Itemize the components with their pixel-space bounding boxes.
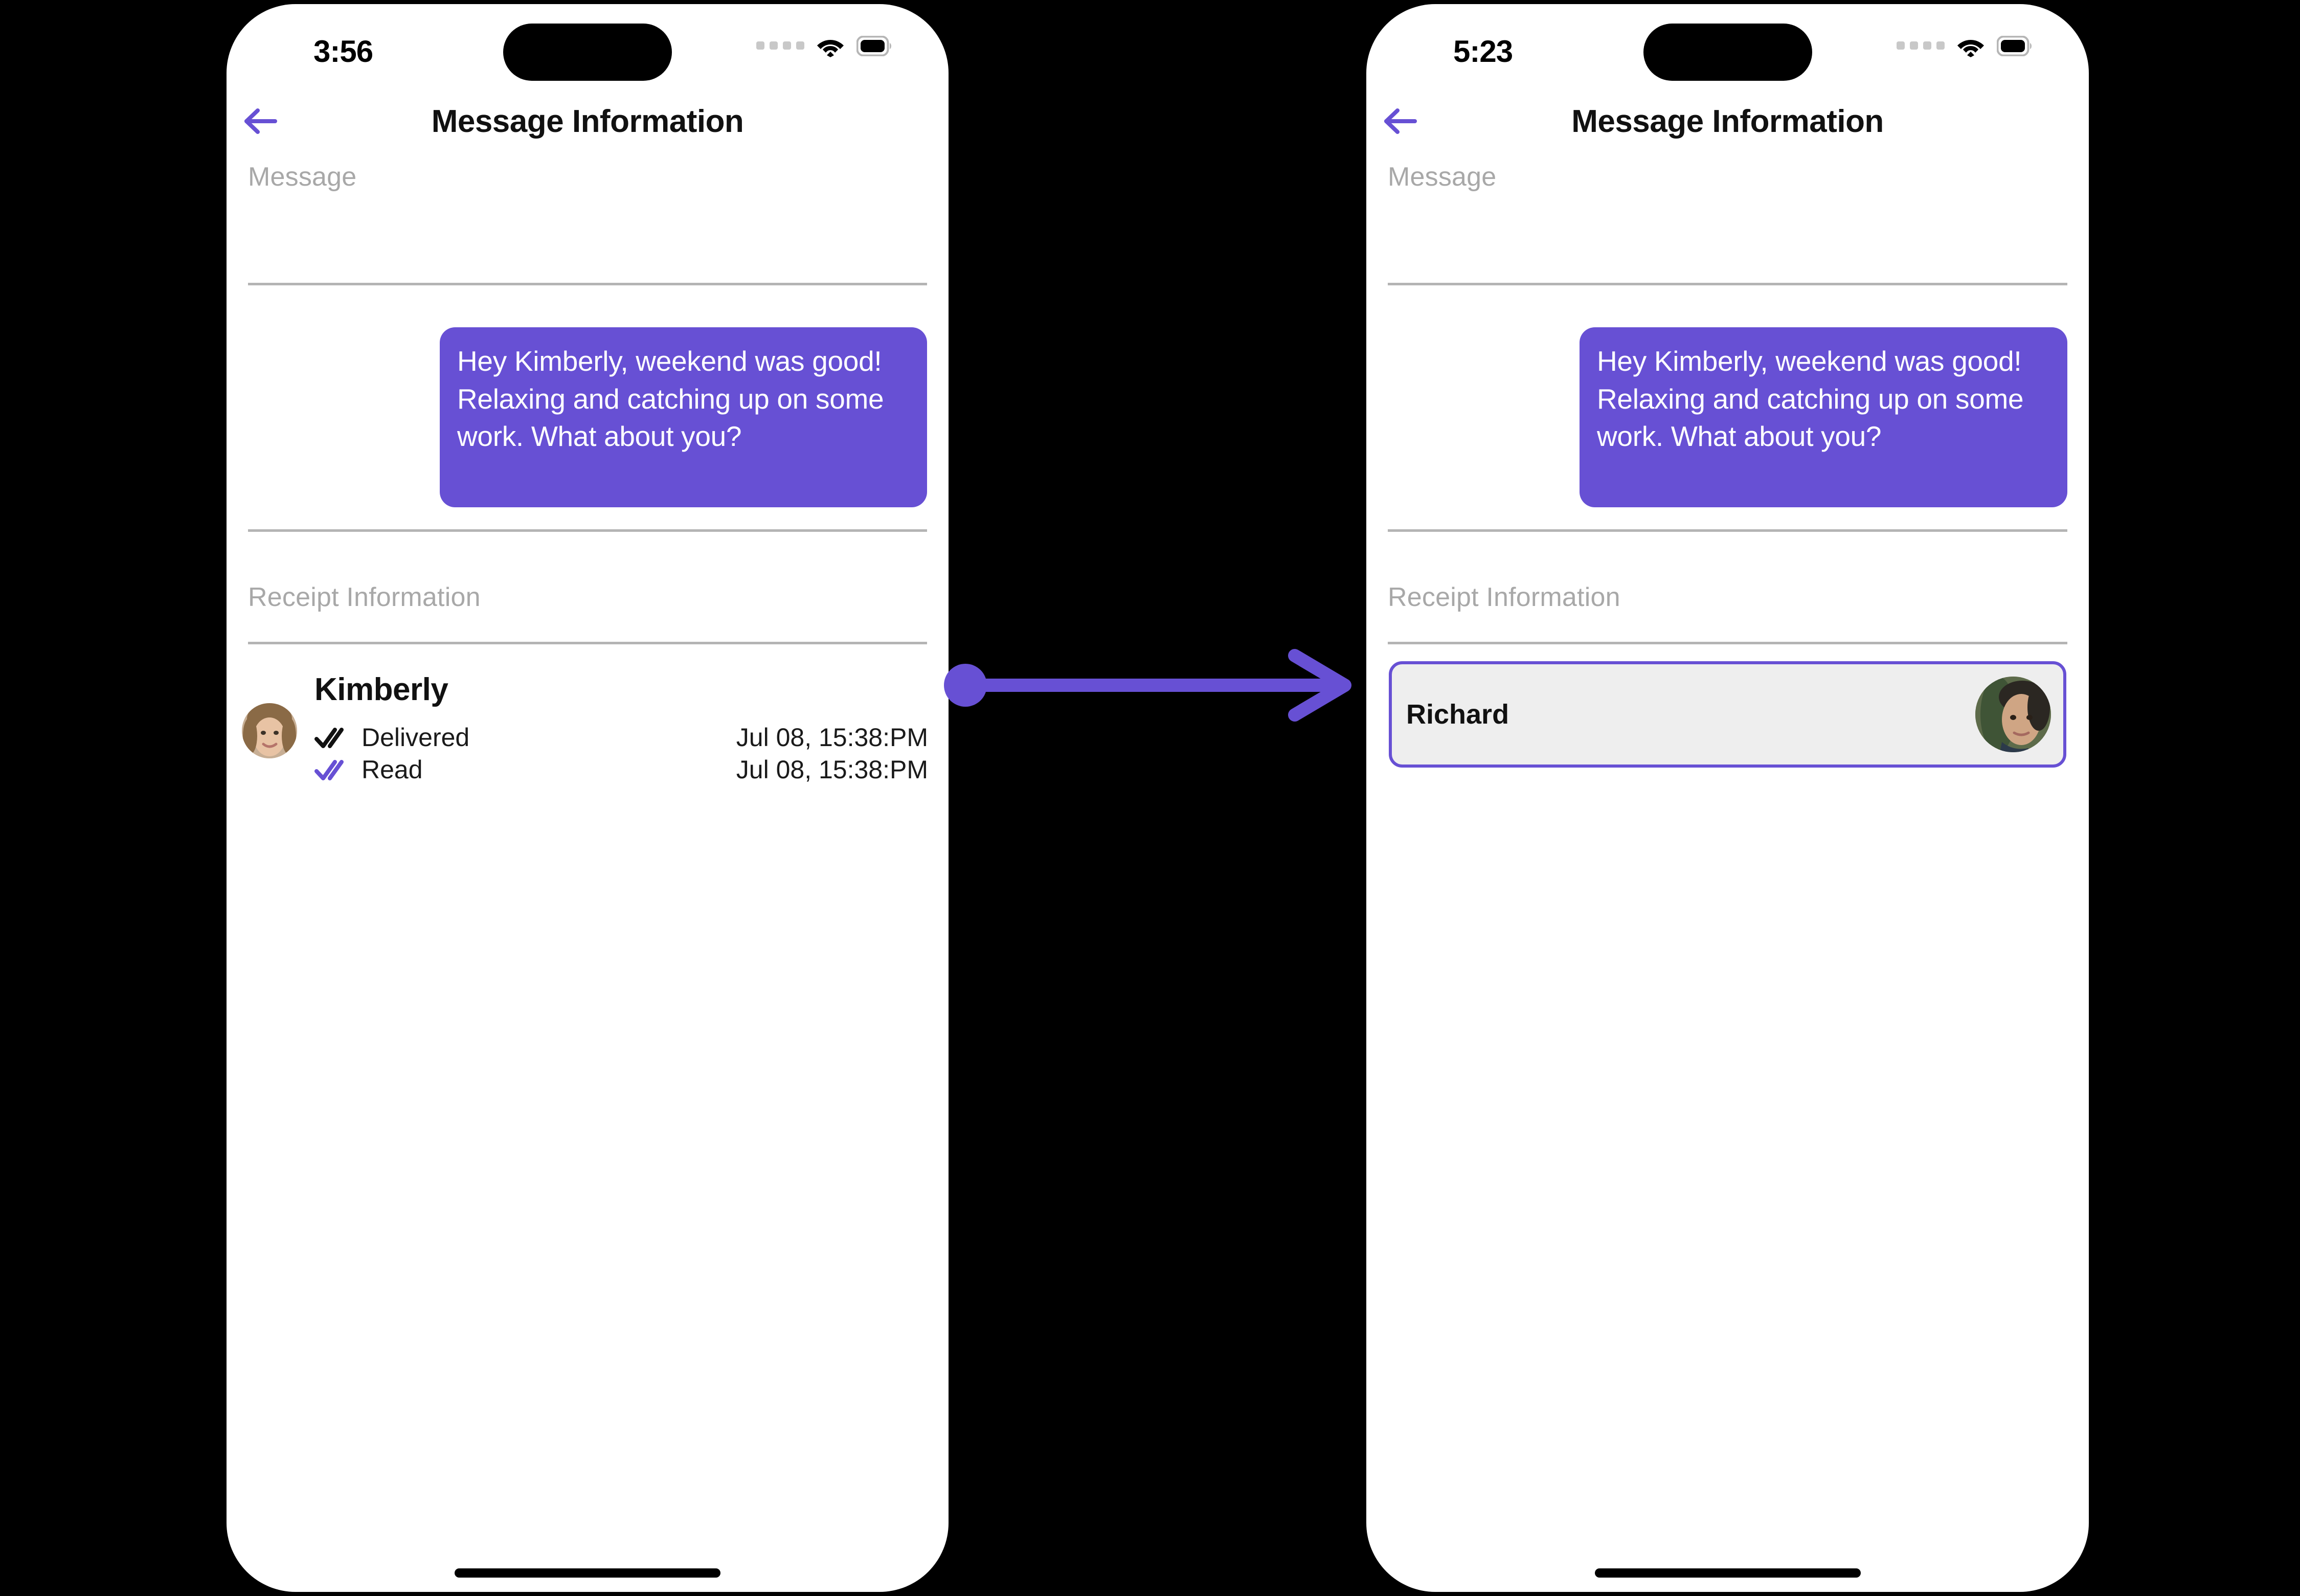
status-timestamp: Jul 08, 15:38:PM <box>736 755 928 784</box>
nav-bar: Message Information <box>1366 92 2089 153</box>
back-arrow-icon[interactable] <box>1379 101 1419 141</box>
home-indicator[interactable] <box>455 1568 720 1578</box>
cellular-dots-icon <box>756 41 804 50</box>
double-check-read-icon <box>314 760 344 780</box>
receipt-row-kimberly[interactable]: Kimberly Delivered Jul 08, 15:38:PM Read… <box>227 671 949 794</box>
dynamic-island <box>1643 24 1812 81</box>
status-time: 5:23 <box>1453 34 1513 69</box>
section-label-message: Message <box>1388 162 1497 192</box>
home-indicator[interactable] <box>1594 1568 1861 1578</box>
status-time: 3:56 <box>313 34 373 69</box>
avatar <box>242 703 297 758</box>
receipt-status-delivered: Delivered Jul 08, 15:38:PM <box>314 723 928 755</box>
transition-arrow <box>944 649 1351 722</box>
message-text: Hey Kimberly, weekend was good! Relaxing… <box>1597 345 2024 453</box>
divider-message <box>1388 283 2067 285</box>
page-title: Message Information <box>1571 104 1884 139</box>
status-bar: 3:56 <box>227 4 949 86</box>
contact-card-richard[interactable]: Richard <box>1389 661 2066 768</box>
cellular-dots-icon <box>1897 41 1945 50</box>
divider-message <box>248 283 927 285</box>
wifi-icon <box>817 40 844 57</box>
divider-below-receipt <box>248 642 927 644</box>
status-label: Delivered <box>362 723 470 752</box>
receipt-contact-name: Kimberly <box>314 672 448 707</box>
status-icons <box>756 35 892 57</box>
section-label-receipt: Receipt Information <box>248 582 481 612</box>
phone-screen-before: 3:56 Message Information Message Hey Kim… <box>227 4 949 1592</box>
status-label: Read <box>362 755 423 784</box>
divider-above-receipt <box>248 529 927 532</box>
message-text: Hey Kimberly, weekend was good! Relaxing… <box>457 345 884 453</box>
message-bubble: Hey Kimberly, weekend was good! Relaxing… <box>440 327 927 507</box>
divider-below-receipt <box>1388 642 2067 644</box>
arrow-head <box>1288 649 1351 722</box>
wifi-icon <box>1957 40 1984 57</box>
nav-bar: Message Information <box>227 92 949 153</box>
status-bar: 5:23 <box>1366 4 2089 86</box>
section-label-message: Message <box>248 162 357 192</box>
battery-full-icon <box>856 36 891 56</box>
status-icons <box>1897 35 2033 57</box>
message-bubble: Hey Kimberly, weekend was good! Relaxing… <box>1580 327 2067 507</box>
avatar <box>1975 677 2051 752</box>
double-check-delivered-icon <box>314 728 344 748</box>
receipt-status-read: Read Jul 08, 15:38:PM <box>314 755 928 788</box>
battery-full-icon <box>1997 36 2032 56</box>
status-timestamp: Jul 08, 15:38:PM <box>736 723 928 752</box>
contact-card-name: Richard <box>1406 699 1509 730</box>
back-arrow-icon[interactable] <box>239 101 279 141</box>
dynamic-island <box>503 24 672 81</box>
phone-screen-after: 5:23 Message Information Message Hey Kim… <box>1366 4 2089 1592</box>
page-title: Message Information <box>431 104 744 139</box>
divider-above-receipt <box>1388 529 2067 532</box>
section-label-receipt: Receipt Information <box>1388 582 1620 612</box>
